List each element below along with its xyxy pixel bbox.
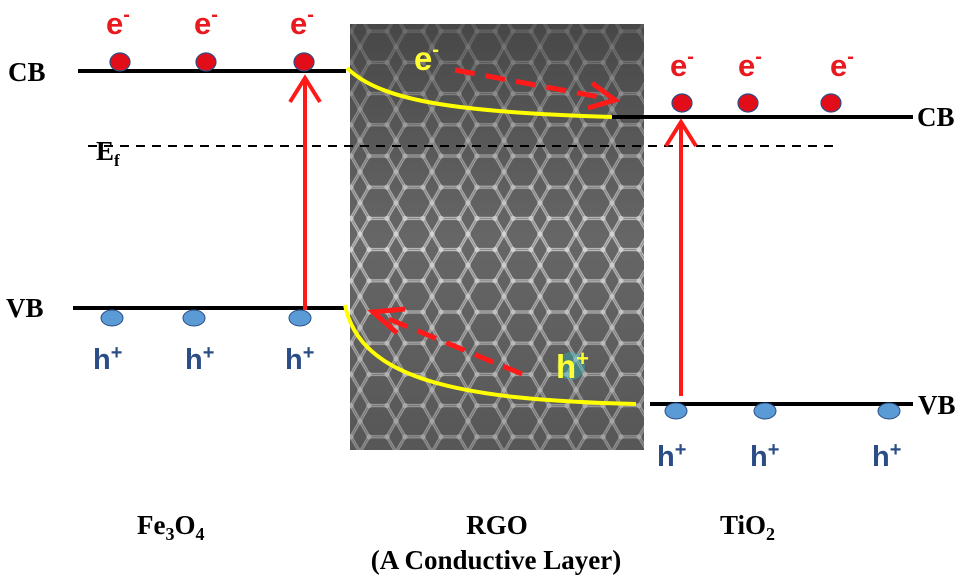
- electron-dot: [820, 93, 842, 113]
- electron-dot: [109, 52, 131, 72]
- electron-label: e-: [670, 46, 694, 83]
- electron-transfer-arrow: [454, 67, 621, 111]
- hole-transfer-arrow: [366, 306, 523, 377]
- cb-left-label: CB: [8, 57, 46, 87]
- electron-dot: [671, 93, 693, 113]
- rgo-label: RGO: [466, 510, 528, 540]
- tio2-label: TiO2: [720, 510, 775, 544]
- electron-label: e-: [194, 4, 218, 41]
- rgo-conductive-layer-label: (A Conductive Layer): [371, 545, 621, 575]
- hole-dot: [664, 402, 688, 420]
- rgo-electron-label: e-: [414, 39, 439, 77]
- electron-label: e-: [290, 4, 314, 41]
- hole-label: h+: [285, 342, 314, 376]
- rgo-hole-label: h+: [556, 346, 589, 385]
- hole-label: h+: [185, 342, 214, 376]
- tio2-electrons: e- e- e-: [670, 46, 854, 113]
- hole-dot: [182, 309, 206, 327]
- vb-right-label: VB: [918, 390, 956, 420]
- tio2-holes: h+ h+ h+: [657, 402, 901, 473]
- electron-label: e-: [738, 46, 762, 83]
- cb-right-label: CB: [917, 102, 955, 132]
- electron-dot: [195, 52, 217, 72]
- hole-dot: [100, 309, 124, 327]
- electron-label: e-: [106, 4, 130, 41]
- fe3o4-electrons: e- e- e-: [106, 4, 315, 72]
- vb-band-bend-curve: [343, 304, 637, 406]
- hole-label: h+: [657, 439, 686, 473]
- hole-label: h+: [750, 439, 779, 473]
- tio2-excitation-arrow: [664, 118, 698, 396]
- fe3o4-label: Fe3O4: [137, 510, 205, 544]
- hole-label: h+: [872, 439, 901, 473]
- fermi-level-label: Ef: [96, 136, 120, 170]
- fe3o4-excitation-arrow: [288, 74, 322, 310]
- electron-dot: [293, 52, 315, 72]
- hole-dot: [753, 402, 777, 420]
- hole-dot: [877, 402, 901, 420]
- cb-band-bend-curve: [345, 66, 613, 119]
- electron-dot: [737, 93, 759, 113]
- hole-dot: [288, 309, 312, 327]
- electron-label: e-: [830, 46, 854, 83]
- hole-label: h+: [93, 342, 122, 376]
- vb-left-label: VB: [6, 293, 44, 323]
- rgo-hole-glow: [557, 352, 585, 380]
- fe3o4-holes: h+ h+ h+: [93, 309, 314, 376]
